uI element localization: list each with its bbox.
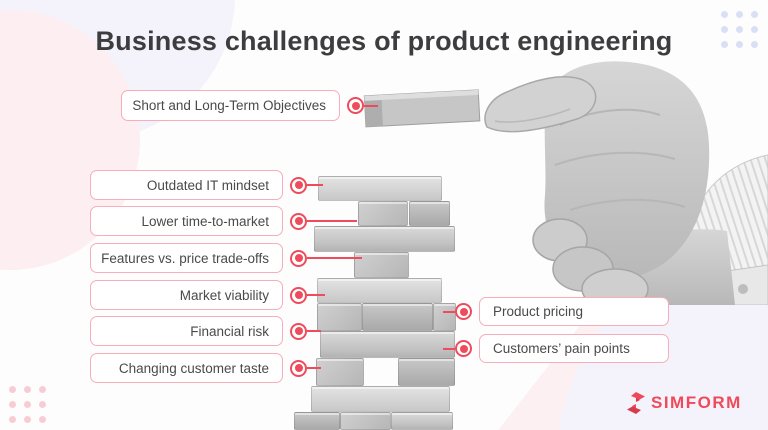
page-title: Business challenges of product engineeri…	[95, 26, 673, 56]
jenga-block	[398, 358, 455, 386]
jenga-block	[294, 412, 340, 430]
callout-market-viability: Market viability	[90, 280, 325, 310]
target-marker-icon	[290, 322, 307, 340]
connector-line	[307, 330, 321, 332]
callout-box: Lower time-to-market	[90, 206, 283, 236]
callout-changing-customer-taste: Changing customer taste	[90, 353, 321, 383]
callout-label: Short and Long-Term Objectives	[132, 98, 326, 113]
jenga-block	[433, 303, 456, 331]
callout-short-long-term-objectives: Short and Long-Term Objectives	[121, 90, 378, 121]
dot-grid-bottom-left-icon	[9, 386, 46, 423]
callout-box: Market viability	[90, 280, 283, 310]
connector-line	[307, 367, 321, 369]
jenga-block	[340, 412, 391, 430]
target-marker-icon	[290, 249, 307, 267]
callout-box: Outdated IT mindset	[90, 170, 283, 200]
target-marker-icon	[290, 176, 307, 194]
callout-label: Market viability	[179, 287, 269, 303]
jenga-block	[318, 176, 442, 201]
callout-label: Product pricing	[493, 304, 584, 319]
simform-logo-icon	[627, 392, 645, 414]
callout-features-vs-price-trade-offs: Features vs. price trade-offs	[90, 243, 362, 273]
dot-grid-top-right-icon	[721, 11, 758, 48]
jenga-block	[317, 278, 442, 303]
jenga-block	[317, 303, 362, 331]
jenga-block	[358, 201, 408, 226]
callout-product-pricing: Product pricing	[443, 297, 669, 326]
callout-label: Outdated IT mindset	[146, 177, 269, 193]
target-marker-icon	[290, 286, 307, 304]
callout-box: Short and Long-Term Objectives	[121, 90, 340, 121]
connector-line	[364, 104, 378, 107]
callout-financial-risk: Financial risk	[90, 316, 321, 346]
jenga-block	[409, 201, 450, 226]
callout-customers-pain-points: Customers’ pain points	[443, 334, 669, 363]
jenga-block	[354, 252, 409, 278]
callout-label: Customers’ pain points	[493, 341, 630, 356]
connector-line	[443, 347, 455, 350]
callout-box: Financial risk	[90, 316, 283, 346]
callout-box: Features vs. price trade-offs	[90, 243, 283, 273]
target-marker-icon	[290, 212, 307, 230]
connector-line	[307, 220, 357, 222]
callout-lower-time-to-market: Lower time-to-market	[90, 206, 357, 236]
target-marker-icon	[455, 303, 472, 320]
target-marker-icon	[290, 359, 307, 377]
connector-line	[307, 184, 323, 186]
jenga-block	[362, 303, 433, 331]
jenga-block	[311, 386, 450, 412]
simform-logo: SIMFORM	[626, 392, 742, 414]
jenga-block	[314, 226, 455, 252]
simform-logo-text: SIMFORM	[651, 393, 742, 412]
jenga-tower-photo	[290, 170, 465, 430]
callout-label: Lower time-to-market	[141, 213, 269, 229]
connector-line	[307, 294, 325, 296]
callout-box: Changing customer taste	[90, 353, 283, 383]
jenga-block	[391, 412, 453, 430]
hand-pulling-block-photo	[363, 61, 768, 305]
jenga-block	[316, 358, 364, 386]
target-marker-icon	[347, 97, 364, 114]
callout-label: Financial risk	[190, 323, 269, 339]
callout-box: Product pricing	[479, 297, 669, 326]
target-marker-icon	[455, 340, 472, 357]
callout-label: Changing customer taste	[118, 360, 269, 376]
callout-label: Features vs. price trade-offs	[101, 250, 269, 266]
connector-line	[443, 310, 455, 313]
callout-box: Customers’ pain points	[479, 334, 669, 363]
connector-line	[307, 257, 362, 259]
jenga-block	[320, 331, 455, 358]
callout-outdated-it-mindset: Outdated IT mindset	[90, 170, 323, 200]
